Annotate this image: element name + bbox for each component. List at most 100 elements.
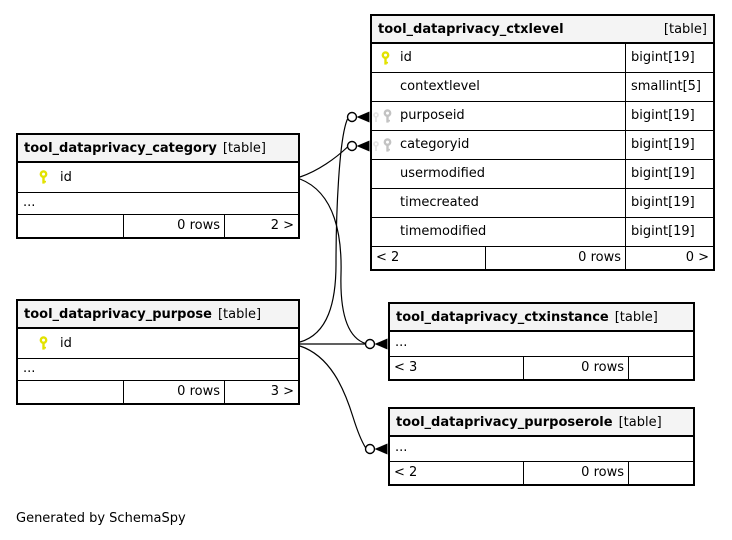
table-badge: [table] bbox=[618, 414, 662, 430]
column-name: categoryid bbox=[400, 137, 470, 152]
fk-arrowhead-icon bbox=[356, 111, 370, 123]
column-type: bigint[19] bbox=[625, 131, 713, 159]
footer-row-count: 0 rows bbox=[523, 462, 628, 484]
table-footer: 0 rows 3 > bbox=[18, 381, 298, 403]
foreign-key-mini-icon bbox=[372, 141, 380, 152]
column-type: bigint[19] bbox=[625, 44, 713, 72]
footer-parents-count bbox=[18, 215, 123, 237]
footer-row-count: 0 rows bbox=[123, 381, 224, 403]
column-type: bigint[19] bbox=[625, 218, 713, 246]
column-type: bigint[19] bbox=[625, 102, 713, 130]
column-name: id bbox=[400, 50, 412, 65]
ellipsis-row: ... bbox=[18, 193, 298, 215]
column-type: bigint[19] bbox=[625, 189, 713, 217]
table-badge: [table] bbox=[614, 309, 658, 325]
edge-purpose-to-ctxlevel-purposeid bbox=[299, 118, 349, 343]
table-badge: [table] bbox=[217, 306, 262, 322]
table-tool-dataprivacy-purpose: tool_dataprivacy_purpose [table] id ... … bbox=[16, 299, 300, 405]
column-name: timecreated bbox=[400, 195, 479, 210]
ellipsis-row: ... bbox=[390, 437, 693, 462]
primary-key-icon bbox=[380, 51, 391, 66]
column-name: id bbox=[60, 336, 72, 351]
footer-parents-count: < 2 bbox=[394, 465, 418, 480]
footer-children-count bbox=[628, 462, 693, 484]
column-row-usermodified: usermodified bigint[19] bbox=[372, 160, 713, 189]
footer-children-count: 0 > bbox=[625, 247, 713, 269]
column-type: smallint[5] bbox=[625, 73, 713, 101]
table-tool-dataprivacy-ctxinstance: tool_dataprivacy_ctxinstance [table] ...… bbox=[388, 302, 695, 381]
table-tool-dataprivacy-ctxlevel: tool_dataprivacy_ctxlevel [table] id big… bbox=[370, 14, 715, 271]
column-name: purposeid bbox=[400, 108, 465, 123]
primary-key-icon bbox=[38, 170, 49, 185]
footer-children-count bbox=[628, 357, 693, 379]
fk-arrowhead-icon bbox=[374, 338, 388, 350]
column-name-cell: id bbox=[372, 44, 625, 72]
column-name: contextlevel bbox=[400, 79, 480, 94]
column-row-id: id bbox=[18, 329, 298, 359]
footer-row-count: 0 rows bbox=[523, 357, 628, 379]
footer-children-count: 2 > bbox=[224, 215, 298, 237]
table-footer: < 2 0 rows 0 > bbox=[372, 247, 713, 269]
table-name[interactable]: tool_dataprivacy_category bbox=[24, 140, 217, 156]
edge-purpose-to-purposerole bbox=[299, 345, 367, 448]
fk-arrowhead-icon bbox=[374, 443, 388, 455]
table-header[interactable]: tool_dataprivacy_ctxlevel [table] bbox=[372, 16, 713, 44]
foreign-key-icon bbox=[382, 138, 393, 153]
table-badge: [table] bbox=[222, 140, 266, 156]
column-name: usermodified bbox=[400, 166, 486, 181]
column-row-contextlevel: contextlevel smallint[5] bbox=[372, 73, 713, 102]
column-row-categoryid: categoryid bigint[19] bbox=[372, 131, 713, 160]
ellipsis-row: ... bbox=[18, 359, 298, 381]
foreign-key-icon bbox=[382, 109, 393, 124]
table-tool-dataprivacy-category: tool_dataprivacy_category [table] id ...… bbox=[16, 133, 300, 239]
table-name[interactable]: tool_dataprivacy_purpose bbox=[24, 306, 212, 322]
footer-parents-count bbox=[18, 381, 123, 403]
column-name: timemodified bbox=[400, 224, 487, 239]
edge-category-to-ctxlevel-categoryid bbox=[299, 146, 348, 178]
table-header[interactable]: tool_dataprivacy_purposerole [table] bbox=[390, 409, 693, 437]
column-row-timecreated: timecreated bigint[19] bbox=[372, 189, 713, 218]
table-badge: [table] bbox=[663, 21, 707, 37]
fk-endpoint-circle bbox=[364, 338, 376, 350]
column-name-cell: purposeid bbox=[372, 102, 625, 130]
ellipsis-text: ... bbox=[395, 440, 408, 455]
table-name[interactable]: tool_dataprivacy_ctxinstance bbox=[396, 309, 609, 325]
fk-endpoint-circle bbox=[346, 111, 358, 123]
column-row-id: id bbox=[18, 163, 298, 193]
column-row-purposeid: purposeid bigint[19] bbox=[372, 102, 713, 131]
ellipsis-text: ... bbox=[23, 361, 36, 376]
primary-key-icon bbox=[38, 336, 49, 351]
table-tool-dataprivacy-purposerole: tool_dataprivacy_purposerole [table] ...… bbox=[388, 407, 695, 486]
ellipsis-text: ... bbox=[23, 195, 36, 210]
column-name-cell: timemodified bbox=[372, 218, 625, 246]
ellipsis-text: ... bbox=[395, 335, 408, 350]
column-name-cell: contextlevel bbox=[372, 73, 625, 101]
foreign-key-mini-icon bbox=[372, 112, 380, 123]
fk-endpoint-circle bbox=[364, 443, 376, 455]
column-name-cell: categoryid bbox=[372, 131, 625, 159]
table-name[interactable]: tool_dataprivacy_ctxlevel bbox=[378, 21, 564, 37]
ellipsis-row: ... bbox=[390, 332, 693, 357]
footer-row-count: 0 rows bbox=[485, 247, 625, 269]
table-footer: 0 rows 2 > bbox=[18, 215, 298, 237]
edge-category-to-ctxinstance bbox=[299, 178, 366, 345]
table-header[interactable]: tool_dataprivacy_category [table] bbox=[18, 135, 298, 163]
column-name-cell: timecreated bbox=[372, 189, 625, 217]
column-name: id bbox=[60, 170, 72, 185]
table-footer: < 2 0 rows bbox=[390, 462, 693, 484]
footer-parents-count: < 3 bbox=[394, 360, 418, 375]
footer-children-count: 3 > bbox=[224, 381, 298, 403]
footer-parents-count: < 2 bbox=[376, 250, 400, 265]
table-header[interactable]: tool_dataprivacy_ctxinstance [table] bbox=[390, 304, 693, 332]
column-row-id: id bigint[19] bbox=[372, 44, 713, 73]
fk-endpoint-circle bbox=[346, 140, 358, 152]
column-row-timemodified: timemodified bigint[19] bbox=[372, 218, 713, 247]
table-footer: < 3 0 rows bbox=[390, 357, 693, 379]
footer-row-count: 0 rows bbox=[123, 215, 224, 237]
generated-by-note: Generated by SchemaSpy bbox=[16, 511, 186, 526]
table-header[interactable]: tool_dataprivacy_purpose [table] bbox=[18, 301, 298, 329]
column-name-cell: usermodified bbox=[372, 160, 625, 188]
table-name[interactable]: tool_dataprivacy_purposerole bbox=[396, 414, 613, 430]
fk-arrowhead-icon bbox=[356, 140, 370, 152]
column-type: bigint[19] bbox=[625, 160, 713, 188]
